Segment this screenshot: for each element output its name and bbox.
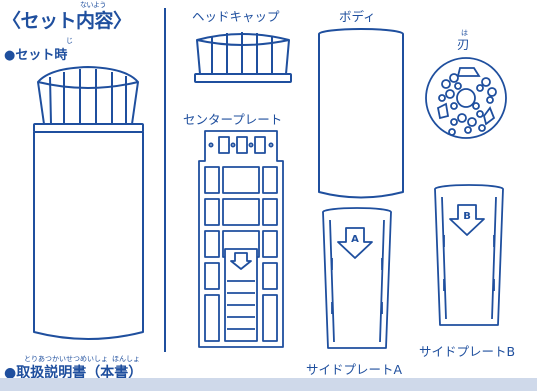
side-plate-b-illustration: B	[434, 184, 504, 326]
side-plate-a-illustration: A	[322, 207, 392, 349]
center-plate-label: センタープレート	[183, 112, 283, 127]
manual-label: とりあつかいせつめいしょ ほんしょ ●取扱説明書（本書）	[4, 355, 143, 382]
blade-label: 刃	[457, 37, 470, 52]
section-title-text: 〈セット内容〉	[2, 10, 132, 32]
side-plate-b-marker: B	[463, 211, 471, 222]
blade-ruby: は	[461, 29, 468, 37]
assembled-label-text: ●セット時	[4, 48, 68, 63]
side-plate-a-label: サイドプレートA	[306, 362, 403, 377]
body-illustration	[318, 28, 404, 199]
manual-label-text: ●取扱説明書（本書）	[4, 365, 143, 381]
section-divider	[164, 8, 166, 352]
manual-ruby-main: とりあつかいせつめいしょ	[24, 355, 108, 363]
head-cap-illustration	[194, 32, 292, 83]
assembled-ruby: じ	[66, 37, 73, 45]
manual-ruby-book: ほんしょ	[112, 355, 140, 363]
body-label: ボディ	[339, 9, 376, 24]
side-plate-b-label: サイドプレートB	[419, 344, 516, 359]
section-title: ないよう 〈セット内容〉	[2, 1, 132, 33]
title-ruby: ないよう	[80, 1, 106, 9]
assembled-unit-illustration	[33, 66, 144, 340]
bottom-band	[0, 378, 537, 391]
center-plate-illustration	[198, 130, 284, 348]
side-plate-a-marker: A	[351, 234, 359, 245]
head-cap-label: ヘッドキャップ	[192, 9, 280, 24]
blade-illustration	[425, 57, 507, 139]
assembled-label: じ ●セット時	[4, 37, 73, 63]
